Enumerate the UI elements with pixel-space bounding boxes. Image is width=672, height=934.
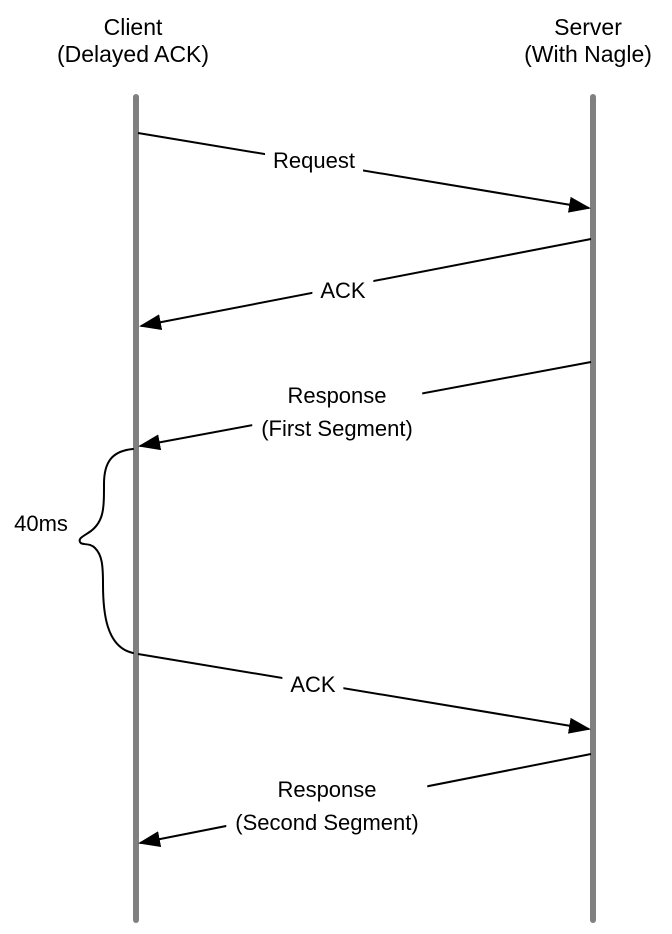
- response-first-line1: Response: [287, 383, 387, 408]
- message-label-response-second: Response (Second Segment): [226, 773, 428, 839]
- server-subtitle: (With Nagle): [524, 41, 652, 67]
- arrow-ack-2: [137, 653, 591, 734]
- client-subtitle: (Delayed ACK): [56, 41, 210, 67]
- server-header: Server (With Nagle): [524, 14, 652, 68]
- delay-brace: [78, 448, 134, 654]
- server-title: Server: [554, 14, 622, 40]
- message-label-request: Request: [265, 148, 363, 174]
- response-second-line2: (Second Segment): [235, 810, 419, 835]
- message-label-ack-1: ACK: [312, 278, 374, 304]
- client-header: Client (Delayed ACK): [57, 14, 209, 68]
- arrow-request: [137, 132, 591, 213]
- message-label-ack-2: ACK: [282, 672, 344, 698]
- client-title: Client: [103, 14, 163, 40]
- response-second-line1: Response: [277, 777, 377, 802]
- message-label-response-first: Response (First Segment): [252, 379, 422, 445]
- response-first-line2: (First Segment): [261, 416, 413, 441]
- delay-label: 40ms: [14, 511, 68, 536]
